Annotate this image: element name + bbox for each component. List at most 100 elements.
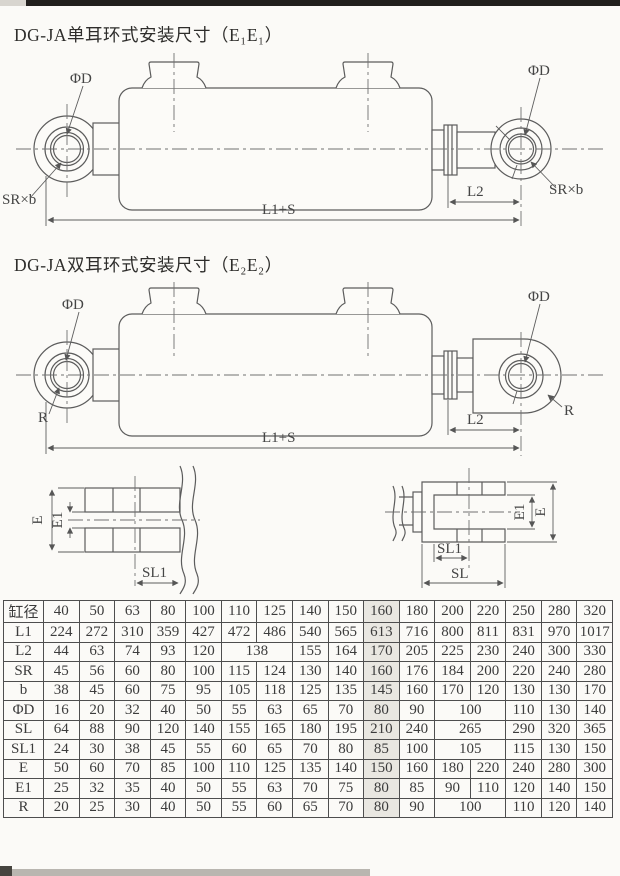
table-cell: 63 [256, 778, 293, 799]
table-cell: 265 [434, 719, 507, 740]
dim-label-l1s: L1+S [262, 430, 295, 446]
table-cell: 140 [576, 797, 613, 818]
table-row-label: R [3, 797, 44, 818]
table-cell: 200 [469, 661, 507, 682]
table-cell: 180 [434, 758, 471, 779]
table-cell: 125 [256, 758, 293, 779]
table-cell: 50 [43, 758, 80, 779]
detail-view-fork: E E1 SL1 [30, 465, 200, 595]
table-row-label: L1 [3, 622, 44, 643]
table-cell: 310 [114, 622, 151, 643]
table-cell: 280 [540, 758, 578, 779]
table-row-label: b [3, 680, 44, 701]
table-cell: 230 [469, 641, 507, 662]
table-cell: 100 [398, 739, 436, 760]
table-cell: 320 [540, 719, 578, 740]
table-cell: 184 [434, 661, 471, 682]
table-cell: 130 [505, 680, 542, 701]
dim-label-e1: E1 [512, 504, 528, 521]
table-header-cell: 280 [540, 600, 578, 623]
table-cell: 115 [505, 739, 542, 760]
table-cell: 831 [505, 622, 542, 643]
table-cell: 24 [43, 739, 80, 760]
table-cell: 45 [43, 661, 80, 682]
table-cell: 140 [540, 778, 578, 799]
table-cell: 970 [540, 622, 578, 643]
table-cell: 115 [220, 661, 258, 682]
table-cell: 140 [576, 700, 613, 721]
table-cell: 38 [43, 680, 80, 701]
table-cell: 93 [149, 641, 187, 662]
table-cell: 50 [185, 778, 222, 799]
dim-label-e1: E1 [50, 512, 66, 529]
table-cell: 90 [398, 797, 436, 818]
table-row-label: SL1 [3, 739, 44, 760]
rod-hub [456, 131, 496, 169]
table-header-cell: 100 [185, 600, 222, 623]
dim-label-phid-right: ΦD [528, 289, 550, 305]
dim-label-sl1: SL1 [142, 565, 167, 581]
table-cell: 135 [291, 758, 329, 779]
dim-label-srb-right: SR×b [549, 182, 583, 198]
table-cell: 150 [576, 739, 613, 760]
table-header-cell: 40 [43, 600, 80, 623]
table-cell: 80 [327, 739, 365, 760]
table-cell: 140 [327, 758, 365, 779]
table-cell: 60 [220, 739, 258, 760]
table-cell: 32 [78, 778, 116, 799]
table-cell: 155 [291, 641, 329, 662]
table-cell: 80 [363, 700, 400, 721]
table-cell: 118 [256, 680, 293, 701]
dim-label-l1s: L1+S [262, 202, 295, 218]
table-cell: 170 [576, 680, 613, 701]
drawing-double-ear-view: L2 L1+S ΦD R ΦD R [16, 282, 604, 456]
table-cell: 105 [220, 680, 258, 701]
table-cell: 60 [256, 797, 293, 818]
table-cell: 138 [220, 641, 293, 662]
table-cell: 65 [256, 739, 293, 760]
scan-edge-bottom-corner [0, 866, 12, 876]
rod-break-line-1 [392, 485, 397, 542]
table-row-label: E [3, 758, 44, 779]
table-cell: 110 [469, 778, 507, 799]
table-cell: 40 [149, 700, 187, 721]
table-cell: 85 [363, 739, 400, 760]
table-cell: 124 [256, 661, 293, 682]
table-cell: 110 [505, 797, 542, 818]
table-cell: 164 [327, 641, 365, 662]
table-cell: 811 [469, 622, 507, 643]
table-cell: 165 [256, 719, 293, 740]
table-header-cell: 125 [256, 600, 293, 623]
e-extension-lines [507, 481, 557, 543]
table-cell: 100 [434, 797, 507, 818]
table-header-cell: 50 [78, 600, 116, 623]
table-cell: 565 [327, 622, 365, 643]
fork-prong-top [84, 487, 181, 513]
table-cell: 60 [114, 661, 151, 682]
srb-right-leader [530, 161, 557, 189]
phid-right-leader [523, 303, 541, 363]
table-cell: 85 [149, 758, 187, 779]
table-header-cell: 200 [434, 600, 471, 623]
detail-view-clevis: E1 E SL1 SL [385, 468, 557, 588]
table-cell: 330 [576, 641, 613, 662]
table-cell: 120 [540, 797, 578, 818]
table-cell: 540 [291, 622, 329, 643]
rod-break-line-2 [401, 485, 406, 542]
table-cell: 140 [327, 661, 365, 682]
table-cell: 225 [434, 641, 471, 662]
phid-left-leader [64, 311, 80, 361]
dim-label-r-right: R [564, 403, 574, 419]
table-cell: 74 [114, 641, 151, 662]
phid-right-leader-tail [512, 390, 518, 405]
table-cell: 65 [291, 700, 329, 721]
table-cell: 70 [291, 778, 329, 799]
